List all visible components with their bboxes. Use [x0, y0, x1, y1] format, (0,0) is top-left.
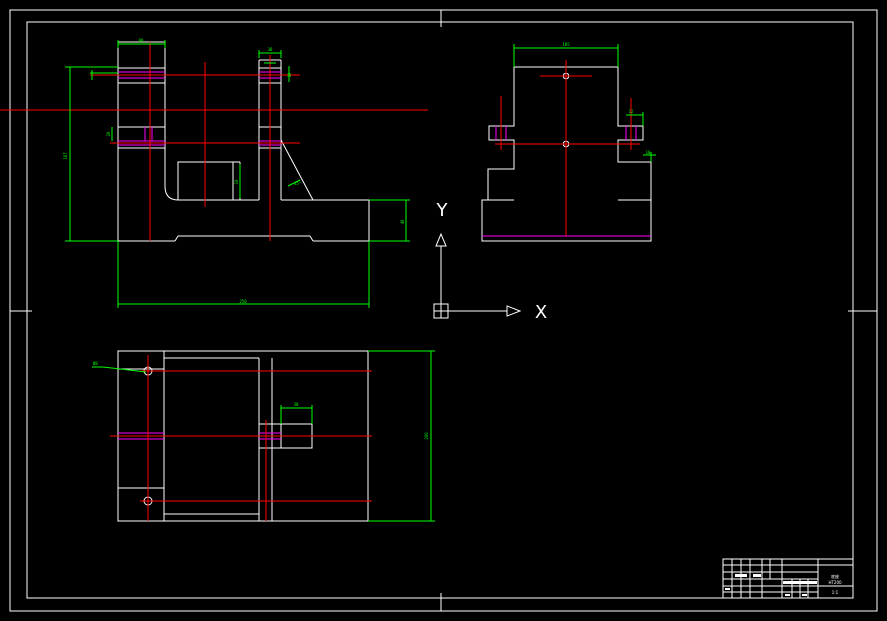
side-view[interactable]: 105 12 10	[481, 42, 656, 242]
dim-side-top-width: 105	[562, 42, 570, 47]
sheet-border	[9, 9, 878, 612]
ucs-x-label: X	[535, 302, 547, 323]
front-centerlines	[0, 42, 428, 241]
dim-front-base-height: 40	[400, 219, 405, 224]
plan-dimensions	[92, 350, 435, 522]
side-centerlines	[495, 60, 640, 236]
title-block[interactable]: 底座 HT200 1:1	[722, 558, 854, 599]
title-block-grid	[722, 558, 854, 599]
dim-front-top-right: 30	[268, 47, 273, 52]
front-dimensions	[65, 40, 410, 308]
dim-side-hole-width: 12	[629, 109, 634, 114]
dim-front-top-left: 80	[139, 38, 144, 43]
side-dimensions	[513, 44, 656, 162]
inner-border	[26, 21, 854, 599]
dim-plan-slot-width: 30	[294, 402, 299, 407]
title-block-drawing-name: 底座	[831, 573, 839, 579]
plan-centerlines	[110, 355, 372, 521]
plan-view[interactable]: 200 30 Ø8	[92, 350, 435, 522]
dim-plan-depth: 200	[424, 432, 429, 440]
dim-front-small-a: 10	[234, 179, 239, 184]
front-view[interactable]: 80 30 167 250 40 10 20 10 45°	[0, 38, 428, 308]
title-block-material: HT200	[828, 580, 842, 585]
plan-hidden	[118, 432, 281, 440]
ucs-icon	[433, 232, 522, 319]
ucs-y-label: Y	[436, 200, 449, 221]
dim-plan-hole: Ø8	[93, 361, 98, 366]
dim-front-overall-height: 167	[63, 152, 68, 160]
dim-front-small-b: 20	[106, 131, 111, 136]
title-block-text-fill	[725, 574, 817, 596]
dim-front-overall-width: 250	[239, 299, 247, 304]
dim-side-step: 10	[646, 150, 651, 155]
title-block-scale: 1:1	[832, 590, 839, 595]
dim-front-small-c: 10	[287, 72, 292, 77]
dim-front-angle: 45°	[294, 181, 301, 186]
